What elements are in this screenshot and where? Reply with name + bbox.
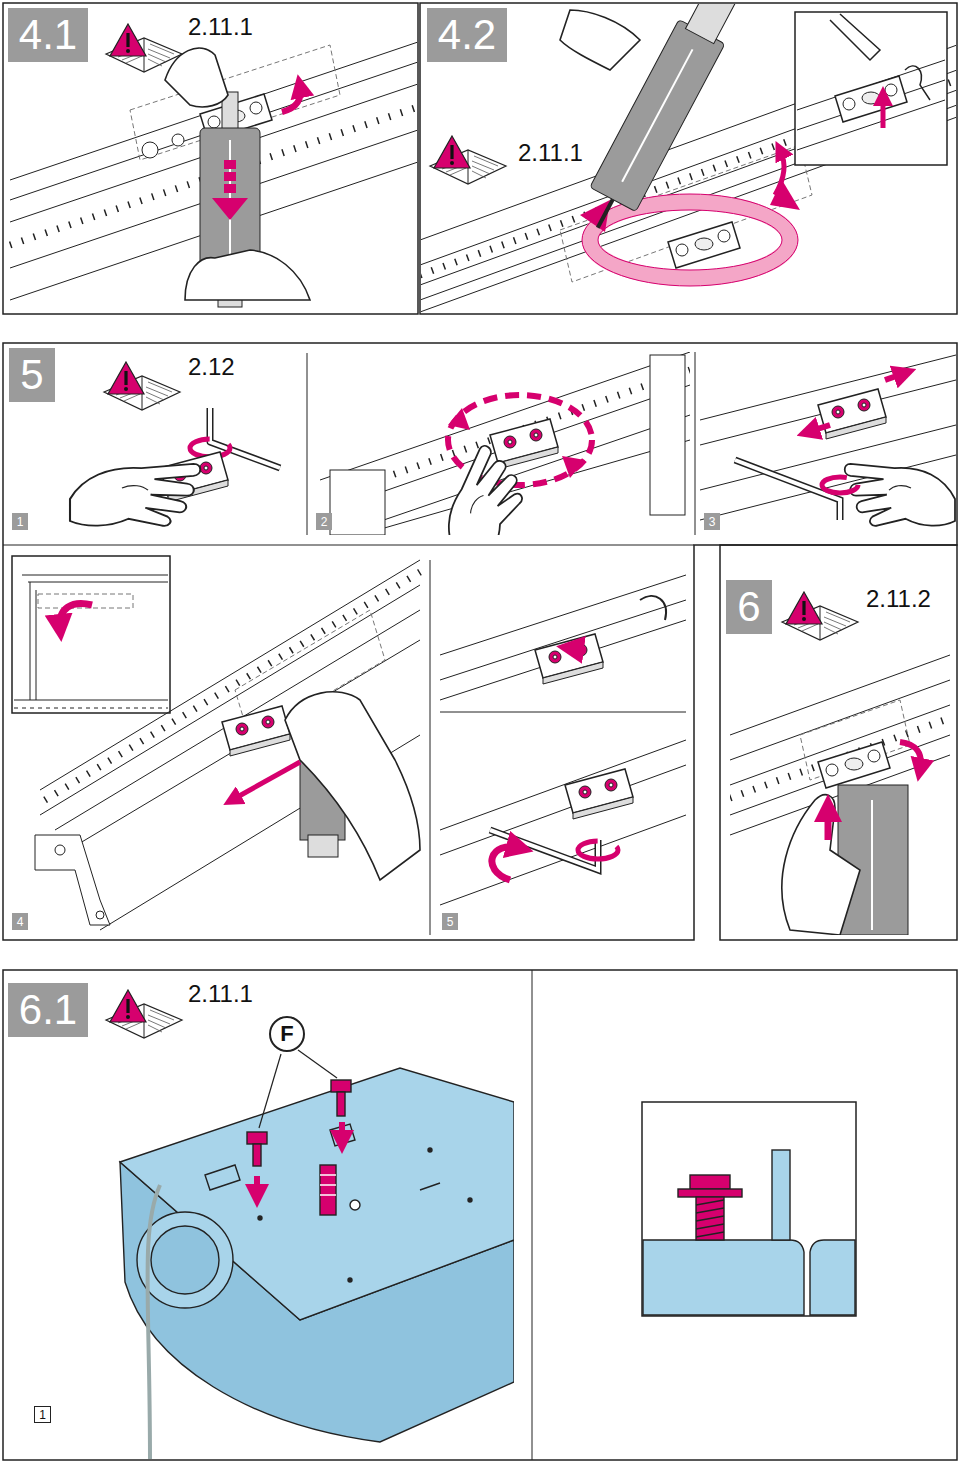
step-text: 3: [709, 516, 716, 528]
step-text: 4.1: [19, 14, 77, 56]
step-text: 1: [17, 516, 24, 528]
substep-number: 3: [704, 513, 720, 530]
step-text: 2: [321, 516, 328, 528]
step-text: 6.1: [19, 989, 77, 1031]
step-text: 5: [20, 354, 43, 396]
step-number: 6: [726, 580, 772, 634]
step-text: 5: [447, 916, 454, 928]
step-number: 5: [9, 348, 55, 402]
step-number: 4.2: [427, 8, 507, 62]
substep-number: 2: [316, 513, 332, 530]
warning-reference: 2.11.1: [188, 14, 253, 40]
substep-number: 5: [442, 913, 458, 930]
step-number: 6.1: [8, 983, 88, 1037]
warning-reference: 2.11.2: [866, 586, 931, 612]
step-text: F: [280, 1023, 293, 1045]
step-text: 6: [737, 586, 760, 628]
substep-number: 4: [12, 913, 28, 930]
step-text: 4.2: [438, 14, 496, 56]
warning-reference: 2.11.1: [188, 981, 253, 1007]
part-callout: F: [269, 1016, 305, 1052]
step-text: 4: [17, 916, 24, 928]
substep-number: 1: [34, 1406, 51, 1423]
substep-number: 1: [12, 513, 28, 530]
warning-reference: 2.12: [188, 354, 235, 380]
step-number: 4.1: [8, 8, 88, 62]
warning-reference: 2.11.1: [518, 140, 583, 166]
step-text: 1: [39, 1409, 46, 1421]
